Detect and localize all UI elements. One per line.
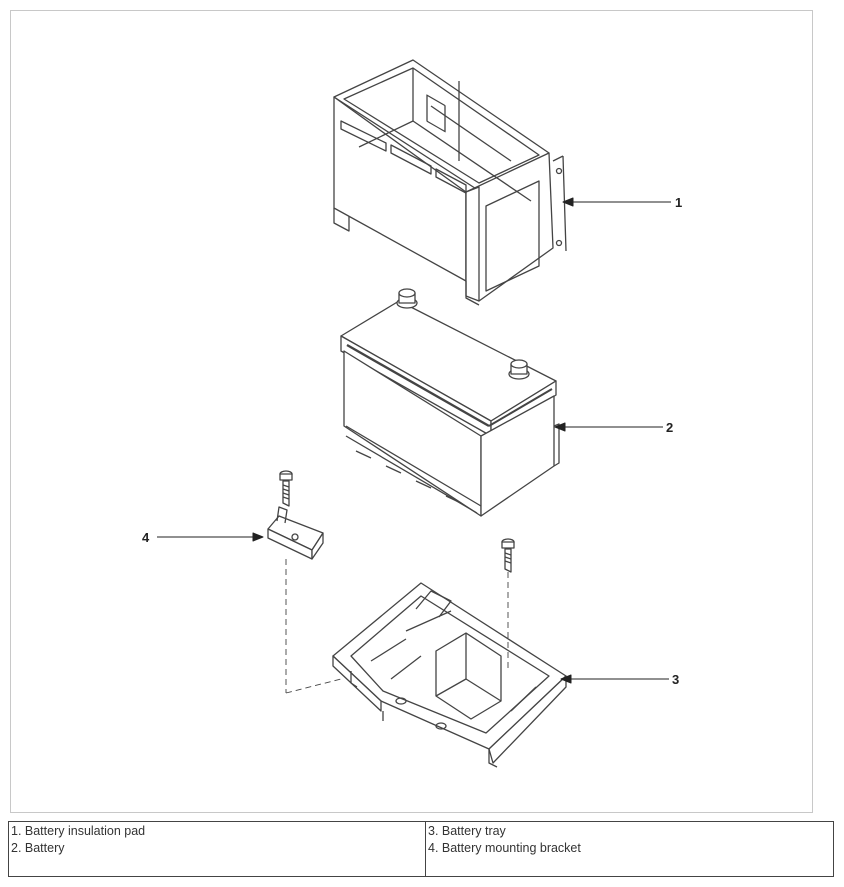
- battery-tray: [332, 582, 567, 768]
- legend-item-1: 1. Battery insulation pad: [11, 824, 146, 838]
- parts-legend-table: 1. Battery insulation pad 2. Battery 3. …: [8, 821, 834, 877]
- bracket-bolt: [279, 470, 293, 507]
- callout-1: 1: [675, 195, 682, 210]
- assembly-guide-lines: [285, 559, 509, 694]
- callout-leaders: [157, 197, 671, 684]
- exploded-view-figure: 1 2 3 4: [10, 10, 813, 813]
- callout-2: 2: [666, 420, 673, 435]
- legend-left-column: 1. Battery insulation pad 2. Battery: [8, 821, 426, 877]
- legend-item-4: 4. Battery mounting bracket: [428, 841, 581, 855]
- legend-item-3: 3. Battery tray: [428, 824, 506, 838]
- exploded-view-diagram: 1 2 3 4: [142, 59, 682, 768]
- battery: [340, 288, 560, 517]
- callout-3: 3: [672, 672, 679, 687]
- legend-item-2: 2. Battery: [11, 841, 65, 855]
- battery-mounting-bracket: [267, 506, 324, 560]
- legend-right-column: 3. Battery tray 4. Battery mounting brac…: [426, 822, 834, 877]
- callout-4: 4: [142, 530, 150, 545]
- battery-insulation-pad: [333, 59, 567, 306]
- battery-tray-bolt: [501, 538, 515, 573]
